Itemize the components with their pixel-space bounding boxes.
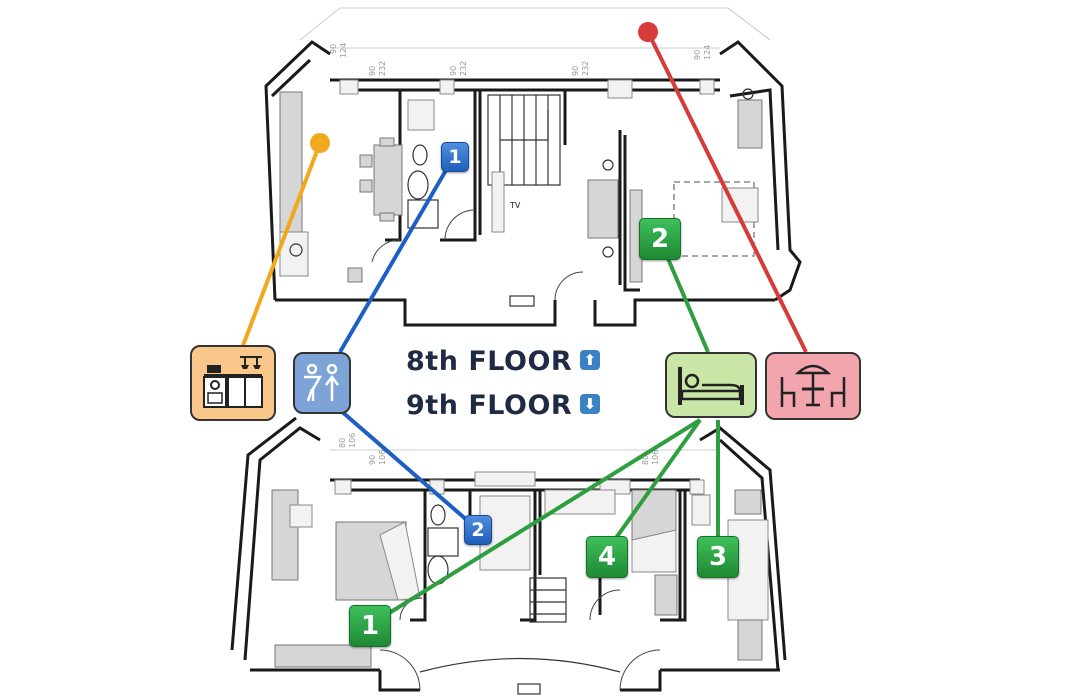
upper-floor-label: 8th FLOOR ⬆ bbox=[406, 346, 601, 377]
bedroom-1-badge: 1 bbox=[349, 605, 391, 647]
connector-lines bbox=[240, 22, 808, 627]
bathroom-card bbox=[293, 352, 351, 414]
bedroom-3-badge: 3 bbox=[697, 536, 739, 578]
tv-label: TV bbox=[509, 201, 521, 210]
bedroom-connector-4 bbox=[604, 418, 702, 554]
bathroom-connector-lower bbox=[338, 408, 478, 530]
dimension-label: 232 bbox=[378, 61, 387, 76]
bedroom-4-badge: 4 bbox=[586, 536, 628, 578]
dimension-label: 80 bbox=[338, 438, 347, 448]
dimension-label: 232 bbox=[581, 61, 590, 76]
lower-floor-label: 9th FLOOR ⬇ bbox=[406, 390, 601, 421]
lower-floor-text: 9th FLOOR bbox=[406, 390, 573, 421]
kitchen-dot bbox=[310, 133, 330, 153]
arrow-up-icon: ⬆ bbox=[580, 349, 601, 370]
upper-floor-text: 8th FLOOR bbox=[406, 346, 573, 377]
bathroom-2-badge: 2 bbox=[464, 515, 492, 545]
bathroom-connector-upper bbox=[338, 158, 454, 354]
dimension-label: 90 bbox=[368, 66, 377, 76]
terrace-card bbox=[765, 352, 861, 420]
upper-floor-plan: 90 124 90 232 90 232 90 232 90 124 bbox=[264, 7, 802, 327]
bathroom-1-badge: 1 bbox=[441, 142, 469, 172]
dimension-label: 80 bbox=[641, 455, 650, 465]
bedroom-card bbox=[665, 352, 757, 418]
terrace-table-umbrella-icon bbox=[780, 364, 846, 407]
dimension-label: 232 bbox=[459, 61, 468, 76]
terrace-dot bbox=[638, 22, 658, 42]
dimension-label: 124 bbox=[703, 45, 712, 60]
bedroom-connector-1 bbox=[368, 418, 702, 627]
kitchen-card bbox=[190, 345, 276, 421]
kitchen-connector bbox=[240, 142, 322, 349]
arrow-down-icon: ⬇ bbox=[580, 393, 601, 414]
toilet-wc-icon bbox=[304, 363, 339, 402]
kitchen-icon bbox=[203, 356, 263, 408]
dimension-label: 90 bbox=[329, 44, 338, 54]
terrace-connector bbox=[646, 31, 808, 353]
dimension-label: 90 bbox=[368, 455, 377, 465]
dimension-label: 106 bbox=[378, 450, 387, 465]
dimension-label: 124 bbox=[339, 43, 348, 58]
dimension-label: 90 bbox=[693, 50, 702, 60]
bed-icon bbox=[678, 367, 744, 405]
dimension-label: 90 bbox=[449, 66, 458, 76]
dimension-label: 106 bbox=[651, 450, 660, 465]
dimension-label: 106 bbox=[348, 433, 357, 448]
dimension-label: 90 bbox=[571, 66, 580, 76]
bedroom-2-badge: 2 bbox=[639, 218, 681, 260]
